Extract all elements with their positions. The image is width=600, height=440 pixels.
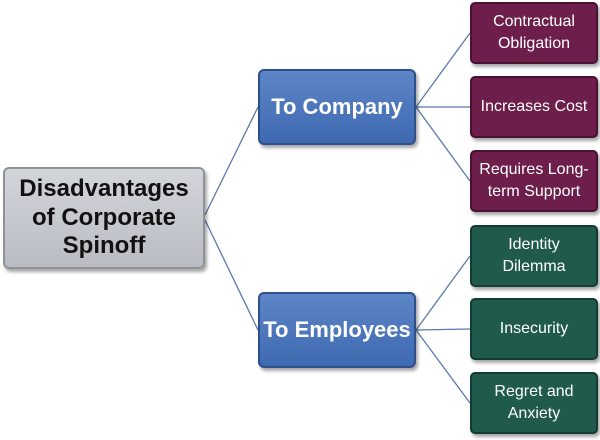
leaf-node-requires-long-term-support: Requires Long- term Support [470,150,598,212]
leaf-node-contractual-obligation: Contractual Obligation [470,2,598,64]
connector-root-to-company [204,106,259,216]
connector-employees-to-leaf-1 [415,255,471,331]
leaf-node-insecurity: Insecurity [470,298,598,360]
leaf-label: Requires Long- term Support [479,161,589,200]
leaf-node-identity-dilemma: Identity Dilemma [470,225,598,287]
branch-label-to-company: To Company [271,94,403,119]
connector-root-to-employees [204,219,259,331]
connector-employees-to-leaf-2 [415,328,471,331]
leaf-label: Regret and Anxiety [494,383,574,422]
leaf-label: Increases Cost [480,98,588,116]
leaf-label: Identity Dilemma [502,236,566,275]
leaf-label: Insecurity [499,320,569,338]
leaf-label: Contractual Obligation [493,13,575,52]
root-node: Disadvantages of Corporate Spinoff [3,167,205,269]
leaf-node-increases-cost: Increases Cost [470,76,598,138]
connector-employees-to-leaf-3 [415,329,471,404]
leaf-node-regret-and-anxiety: Regret and Anxiety [470,372,598,434]
connector-company-to-leaf-1 [415,32,471,108]
branch-label-to-employees: To Employees [263,317,411,342]
root-label: Disadvantages of Corporate Spinoff [19,174,189,260]
branch-node-to-employees: To Employees [258,292,416,368]
branch-node-to-company: To Company [258,69,416,145]
connector-company-to-leaf-3 [415,106,471,182]
